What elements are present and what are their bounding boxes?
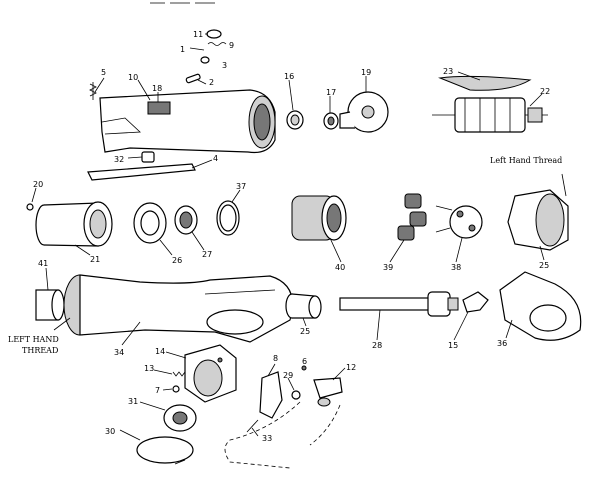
part-26-ring — [133, 202, 167, 244]
label-2: 2 — [209, 78, 214, 87]
label-17: 17 — [326, 88, 336, 97]
part-23-vane — [438, 75, 532, 91]
part-1-pin — [189, 47, 205, 51]
part-10-housing — [99, 89, 276, 154]
label-30: 30 — [105, 427, 115, 436]
label-39: 39 — [383, 263, 393, 272]
part-19-rotor-plate — [339, 91, 389, 133]
label-20: 20 — [33, 180, 43, 189]
label-5: 5 — [101, 68, 106, 77]
part-7-ball — [172, 385, 180, 393]
part-28-shaft — [339, 291, 459, 317]
label-37: 37 — [236, 182, 246, 191]
part-29-oring — [291, 390, 301, 400]
label-13: 13 — [144, 364, 154, 373]
part-8-trigger — [259, 371, 283, 419]
part-15-pawl — [462, 291, 489, 313]
part-31-seal — [163, 404, 197, 432]
label-41: 41 — [38, 259, 48, 268]
part-small-ball — [301, 365, 307, 371]
label-23: 23 — [443, 67, 453, 76]
label-40: 40 — [335, 263, 345, 272]
label-15: 15 — [448, 341, 458, 350]
label-12: 12 — [346, 363, 356, 372]
part-6-pin — [217, 357, 223, 363]
caption-left-hand-thread-top: Left Hand Thread — [490, 156, 562, 165]
part-14-motor-cap — [184, 344, 237, 403]
part-13-spring — [172, 371, 186, 377]
part-5-spring — [89, 82, 97, 100]
label-11: 11 — [193, 30, 203, 39]
part-12-valve — [313, 377, 343, 407]
caption-left-hand-thread-left-line1: LEFT HAND — [8, 335, 59, 344]
label-29: 29 — [283, 371, 293, 380]
caption-left-hand-thread-left-line2: THREAD — [22, 346, 58, 355]
part-11-screw — [205, 29, 222, 39]
part-25-nut — [507, 189, 569, 251]
part-9-spring — [207, 42, 227, 46]
part-40-gear-ring — [291, 195, 347, 241]
label-36: 36 — [497, 339, 507, 348]
label-16: 16 — [284, 72, 294, 81]
part-22-rotor — [432, 97, 548, 133]
part-41-sleeve — [35, 289, 65, 321]
label-9: 9 — [229, 41, 234, 50]
part-21-cylinder — [35, 201, 113, 247]
label-32: 32 — [114, 155, 124, 164]
label-34: 34 — [114, 348, 124, 357]
label-25-bushing: 25 — [300, 327, 310, 336]
label-22: 22 — [540, 87, 550, 96]
label-6: 6 — [302, 357, 307, 366]
part-37-ring — [216, 200, 240, 236]
part-27-bearing — [174, 205, 198, 235]
label-38: 38 — [451, 263, 461, 272]
label-27: 27 — [202, 250, 212, 259]
label-1: 1 — [180, 45, 185, 54]
label-28: 28 — [372, 341, 382, 350]
label-21: 21 — [90, 255, 100, 264]
label-33: 33 — [262, 434, 272, 443]
label-26: 26 — [172, 256, 182, 265]
part-30-snap-ring — [136, 436, 194, 465]
callout-labels: 11 9 1 3 5 10 18 2 16 17 19 23 22 32 4 2… — [33, 30, 550, 443]
part-3-clip — [200, 56, 210, 64]
part-20-ball — [26, 203, 34, 211]
label-31: 31 — [128, 397, 138, 406]
label-18: 18 — [152, 84, 162, 93]
part-2-pin — [185, 73, 201, 84]
part-38-carrier — [435, 205, 483, 239]
label-19: 19 — [361, 68, 371, 77]
part-18-nameplate — [147, 101, 171, 115]
part-33-pin — [246, 419, 259, 433]
part-39-planet-gears — [397, 193, 427, 241]
label-8: 8 — [273, 354, 278, 363]
label-3: 3 — [222, 61, 227, 70]
label-4: 4 — [213, 154, 218, 163]
label-14: 14 — [155, 347, 165, 356]
leader-lines — [31, 71, 567, 441]
part-25-bushing — [285, 293, 322, 319]
label-25-nut: 25 — [539, 261, 549, 270]
part-34-handle-housing — [63, 274, 294, 343]
label-7: 7 — [155, 386, 160, 395]
part-17-bearing — [323, 112, 339, 130]
part-32-stud — [141, 151, 155, 163]
part-16-ring — [286, 110, 304, 130]
part-4-strip — [87, 163, 196, 181]
part-36-ratchet-head — [499, 271, 582, 341]
label-10: 10 — [128, 73, 138, 82]
